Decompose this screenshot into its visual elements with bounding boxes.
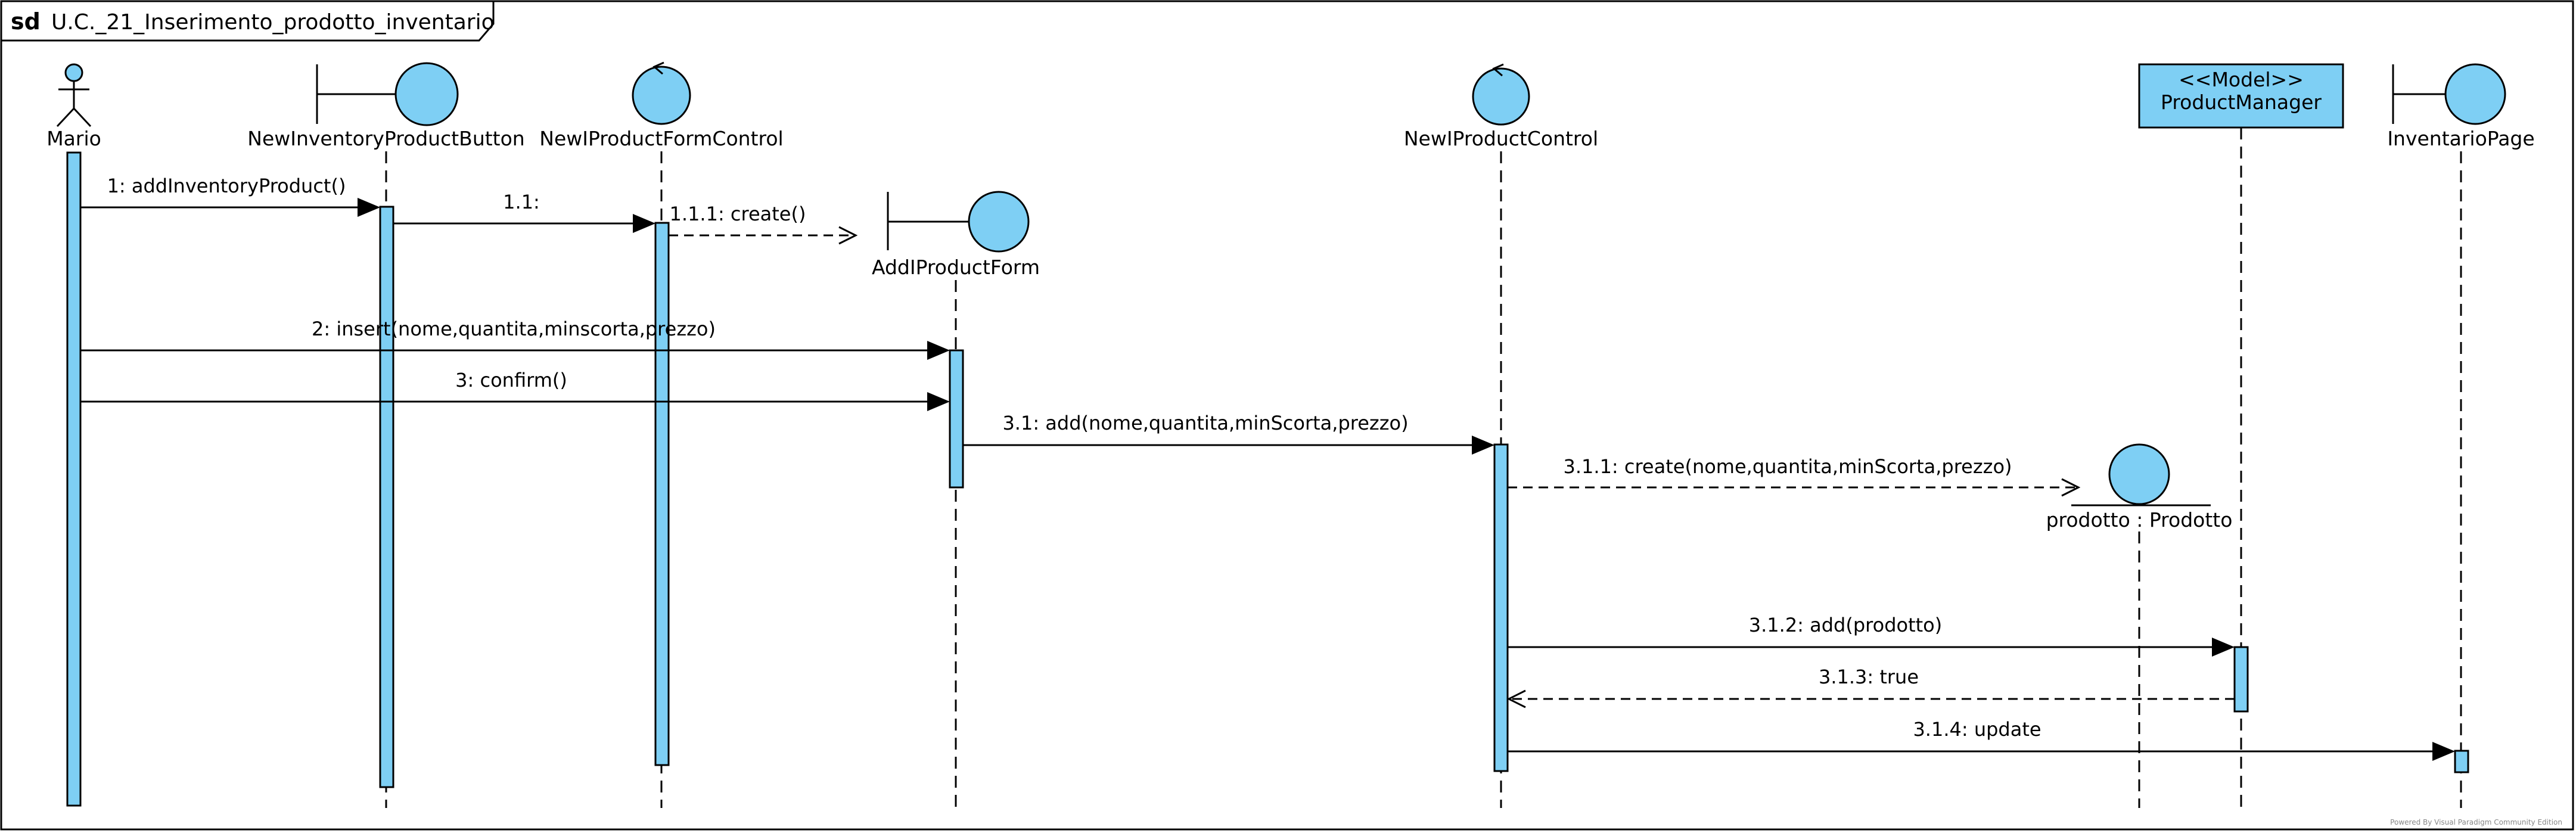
activation-bars (66, 151, 2469, 807)
lifeline-label-form: AddIProductForm (872, 256, 1040, 279)
lifeline-label-ctl: NewIProductControl (1404, 127, 1598, 150)
boundary-icon-btn (316, 62, 459, 126)
message-m11: 1.1: (393, 191, 655, 233)
lifeline-stereotype-pm: <<Model>> (2179, 68, 2304, 91)
message-label-m31: 3.1: add(nome,quantita,minScorta,prezzo) (1002, 412, 1408, 434)
message-m313: 3.1.3: true (1506, 666, 2235, 708)
lifeline-label-pm: ProductManager (2161, 91, 2322, 114)
lifeline-label-btn: NewInventoryProductButton (247, 127, 524, 150)
message-label-m1: 1: addInventoryProduct() (107, 175, 346, 197)
message-m312: 3.1.2: add(prodotto) (1508, 614, 2235, 657)
activation-bar-ctl (1493, 443, 1509, 772)
message-label-m3: 3: confirm() (455, 369, 567, 391)
message-label-m313: 3.1.3: true (1819, 666, 1919, 688)
message-m1: 1: addInventoryProduct() (80, 175, 380, 217)
activation-bar-btn (379, 206, 394, 788)
message-label-m311: 3.1.1: create(nome,quantita,minScorta,pr… (1564, 455, 2012, 478)
actor-mario (56, 63, 92, 128)
activation-bar-mario (66, 151, 82, 807)
activation-bar-formctl (654, 222, 670, 766)
entity-icon-prod (2071, 443, 2211, 506)
message-label-m11: 1.1: (503, 191, 540, 213)
boundary-icon-page (2392, 63, 2506, 125)
frame-title: U.C._21_Inserimento_prodotto_inventario (51, 10, 495, 35)
boundary-icon-form (887, 191, 1030, 253)
frame-keyword: sd (11, 8, 41, 35)
message-label-m314: 3.1.4: update (1913, 718, 2041, 741)
lifeline-label-formctl: NewIProductFormControl (539, 127, 783, 150)
footer-watermark: Powered By Visual Paradigm Community Edi… (2390, 818, 2562, 826)
activation-bar-page (2454, 750, 2469, 773)
message-m311: 3.1.1: create(nome,quantita,minScorta,pr… (1508, 455, 2081, 497)
lifeline-label-page: InventarioPage (2387, 127, 2534, 150)
activation-bar-form (949, 349, 964, 489)
message-m111: 1.1.1: create() (669, 203, 858, 245)
lifeline-label-prod: prodotto : Prodotto (2046, 508, 2233, 531)
control-icon-ctl (1472, 63, 1530, 126)
message-label-m2: 2: insert(nome,quantita,minscorta,prezzo… (312, 318, 716, 340)
message-m314: 3.1.4: update (1508, 718, 2455, 761)
message-m3: 3: confirm() (80, 369, 950, 411)
message-m31: 3.1: add(nome,quantita,minScorta,prezzo) (963, 412, 1494, 455)
message-label-m312: 3.1.2: add(prodotto) (1749, 614, 1942, 636)
lifeline-label-mario: Mario (46, 127, 101, 150)
message-label-m111: 1.1.1: create() (670, 203, 806, 225)
frame-tab (1, 0, 495, 42)
control-icon-formctl (632, 61, 691, 125)
message-m2: 2: insert(nome,quantita,minscorta,prezzo… (80, 318, 950, 360)
activation-bar-pm (2233, 646, 2249, 713)
